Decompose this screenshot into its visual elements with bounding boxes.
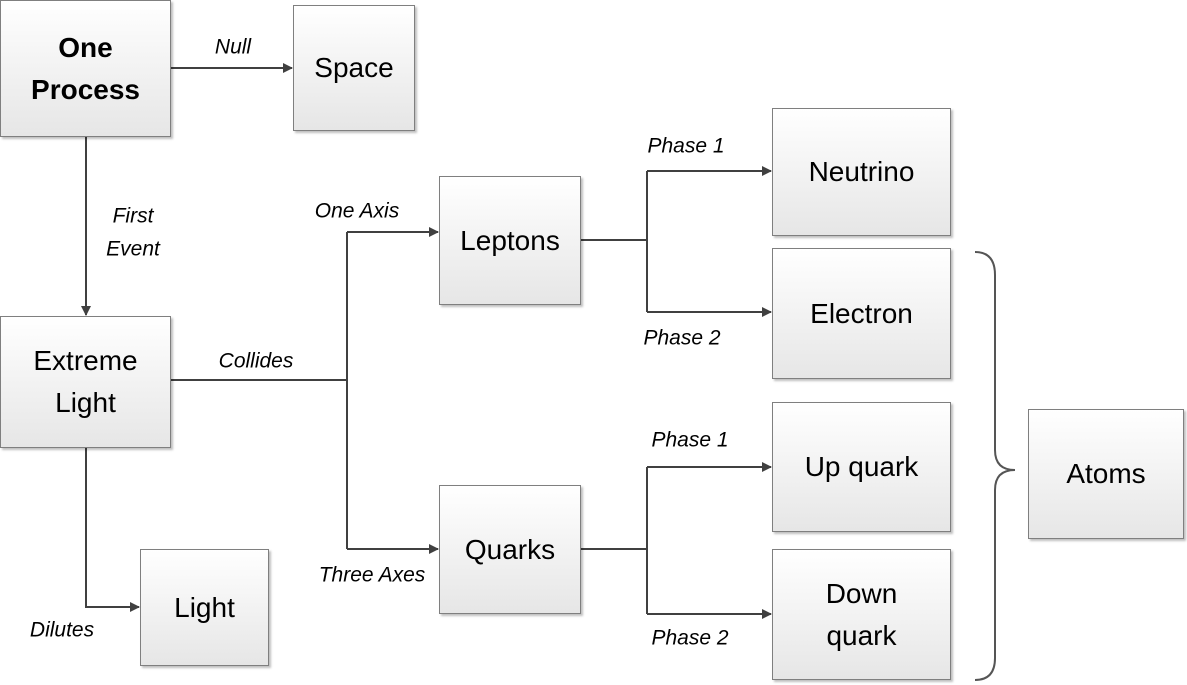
edge-quarks-split [580,467,648,614]
label-three-axes: Three Axes [318,563,426,587]
node-extreme-light: Extreme Light [0,316,171,448]
edge-leptons-split [580,171,648,312]
label-dilutes: Dilutes [29,618,95,642]
node-electron: Electron [772,248,951,379]
label-collides: Collides [218,349,294,373]
node-space: Space [293,5,415,131]
curly-brace [974,251,1016,681]
edge-dilutes [85,447,140,612]
label-lep-phase2: Phase 2 [643,326,721,350]
node-up-quark: Up quark [772,402,951,532]
label-first-event: First Event [106,204,160,260]
node-quarks: Quarks [439,485,581,614]
node-light: Light [140,549,269,666]
node-leptons: Leptons [439,176,581,305]
label-null: Null [214,35,252,59]
label-one-axis: One Axis [314,199,400,223]
label-qk-phase2: Phase 2 [651,626,729,650]
edge-collides [170,232,348,549]
label-qk-phase1: Phase 1 [651,428,729,452]
node-neutrino: Neutrino [772,108,951,236]
node-atoms: Atoms [1028,409,1184,539]
node-down-quark: Down quark [772,549,951,680]
node-one-process: One Process [0,0,171,137]
label-lep-phase1: Phase 1 [647,134,725,158]
